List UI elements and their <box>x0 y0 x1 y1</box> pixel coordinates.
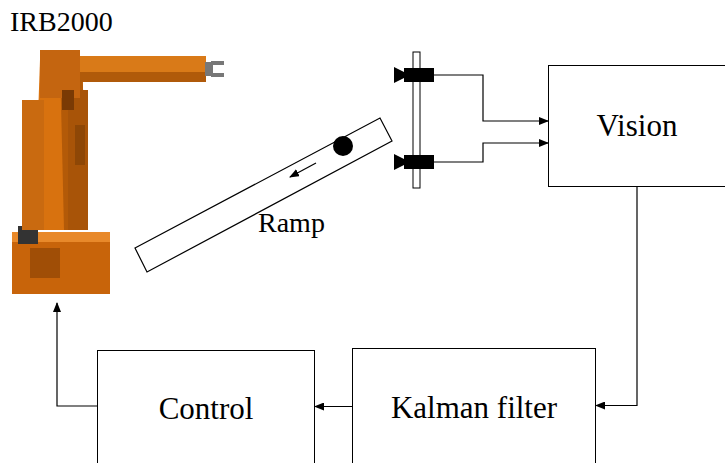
box-label: Control <box>159 391 254 427</box>
command-wire <box>57 303 97 406</box>
motion-arrow <box>290 163 316 177</box>
box-label: Kalman filter <box>391 390 557 426</box>
signal-wire <box>434 75 548 121</box>
camera <box>394 67 434 83</box>
ramp <box>135 118 392 272</box>
ball <box>333 136 353 156</box>
part-label: IRB2000 <box>10 6 113 38</box>
part-label: Ramp <box>258 207 325 239</box>
process-box: Control <box>97 350 315 463</box>
camera <box>394 154 434 170</box>
box-label: Vision <box>597 108 678 144</box>
process-box: Kalman filter <box>352 348 596 463</box>
flow-arrow <box>315 406 352 407</box>
robot-arm <box>12 50 224 294</box>
flow-arrow <box>596 187 637 406</box>
signal-wire <box>434 143 548 162</box>
process-box: Vision <box>548 65 725 187</box>
